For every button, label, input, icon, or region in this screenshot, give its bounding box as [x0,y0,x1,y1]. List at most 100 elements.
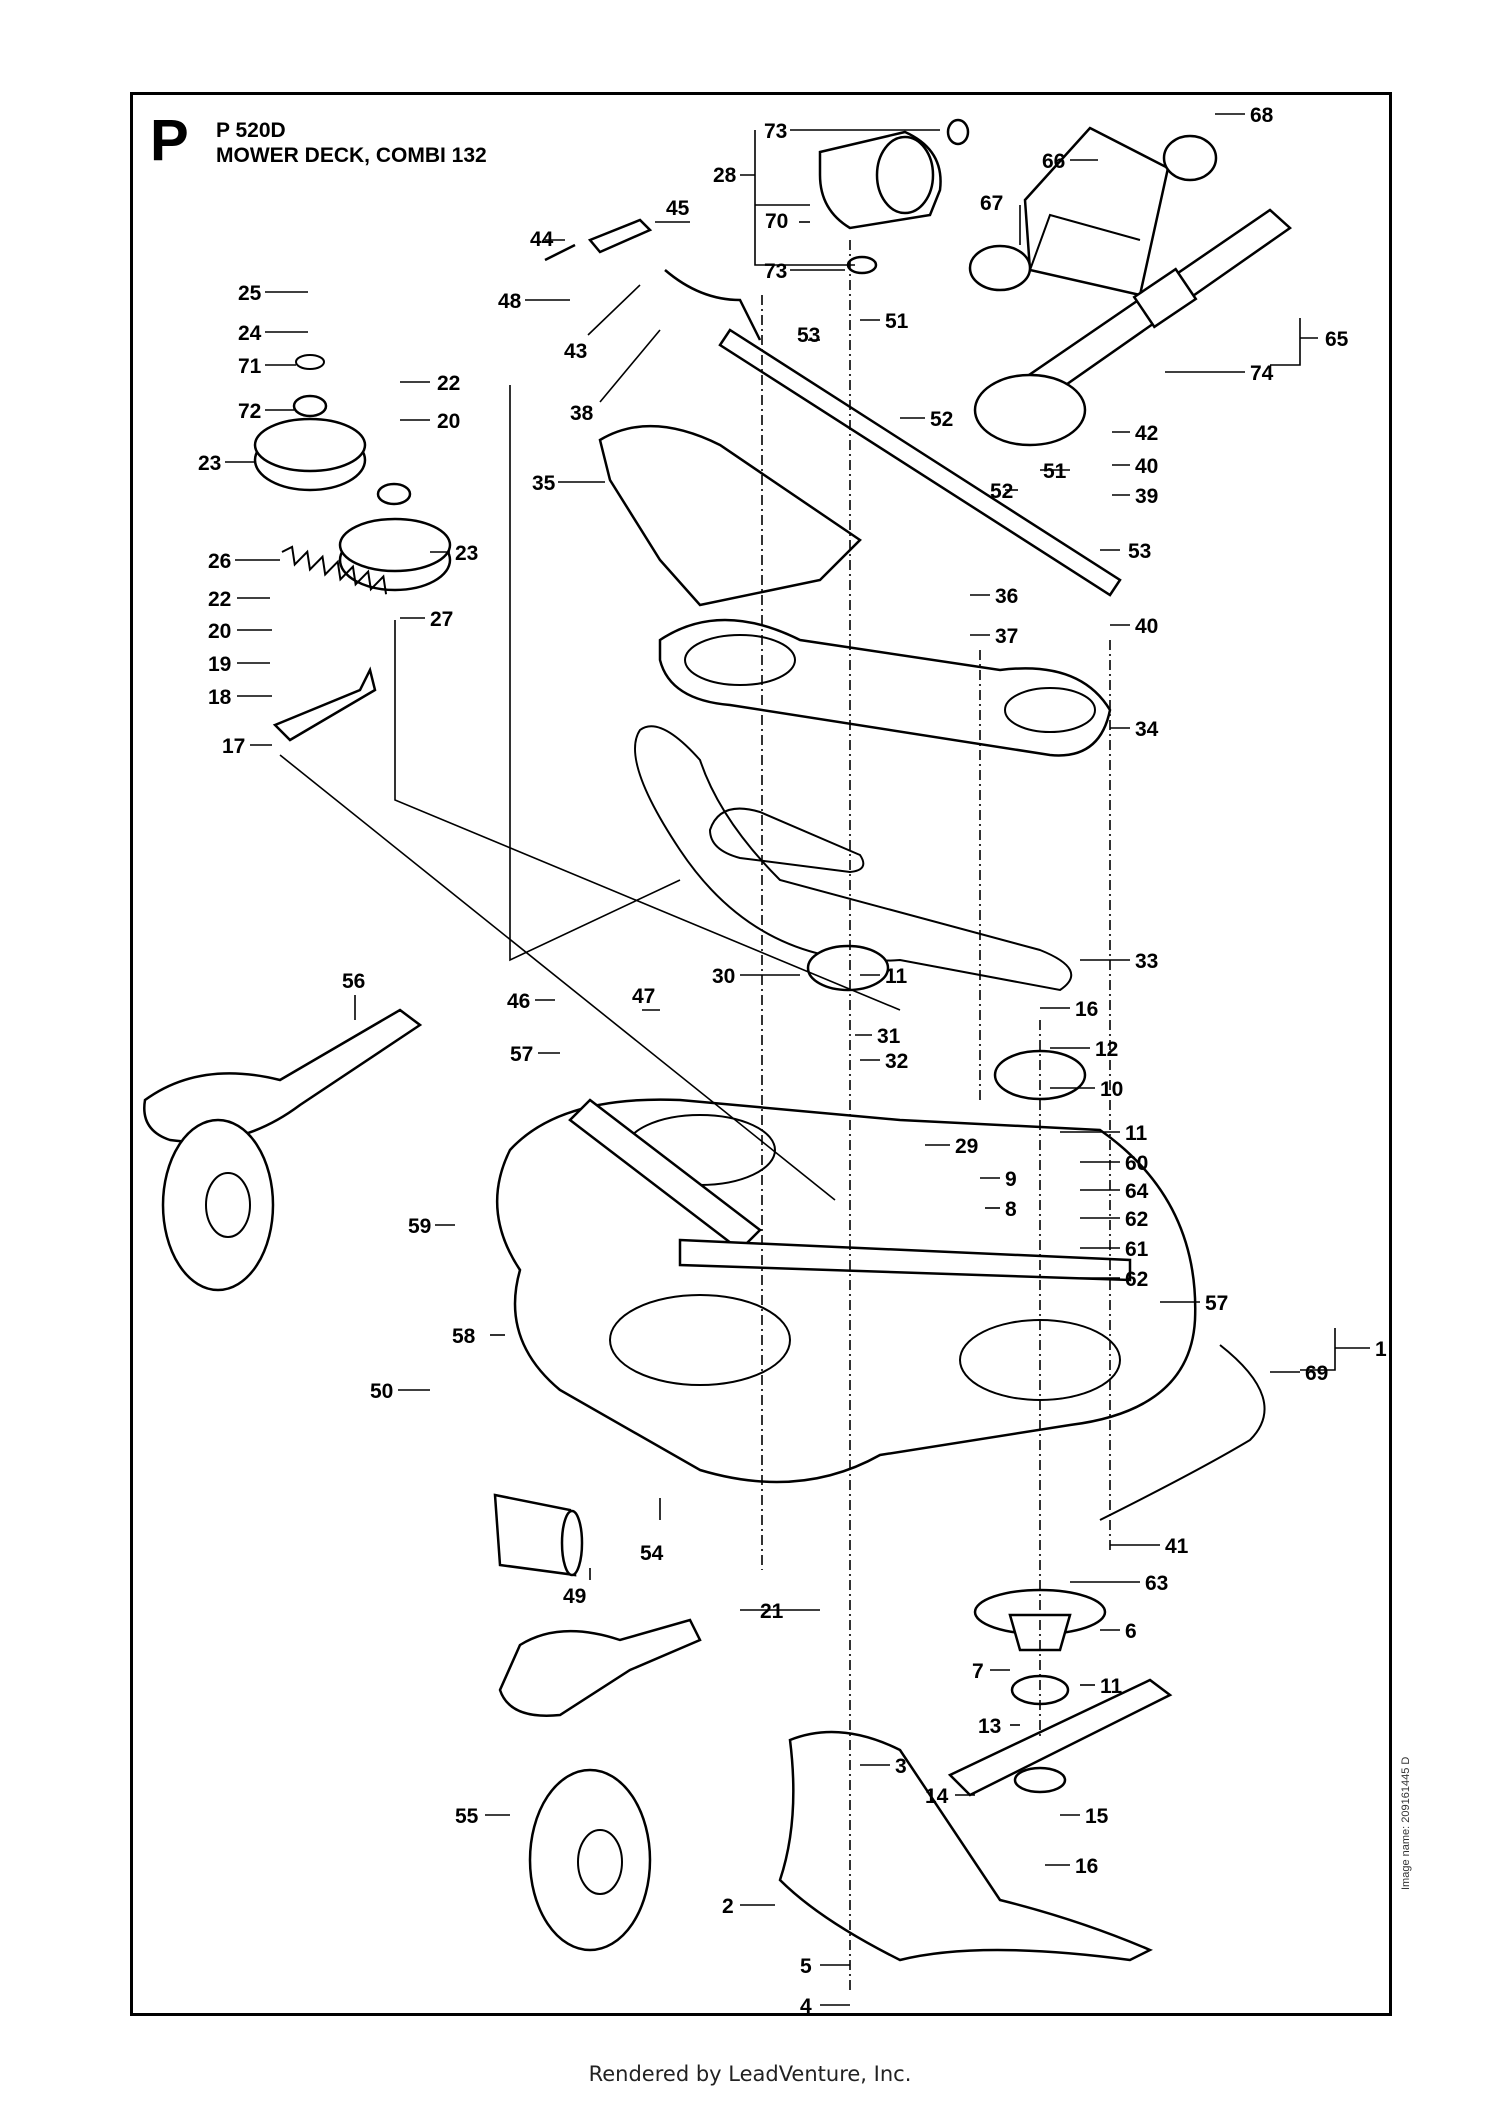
callout-15: 15 [1085,1805,1109,1828]
spindle-6-body [1008,1613,1072,1652]
plate-68 [1162,134,1218,182]
callout-46: 46 [507,990,530,1013]
callout-11: 11 [1100,1675,1123,1698]
callout-23: 23 [455,542,478,565]
gearbox-face [875,135,935,215]
callout-33: 33 [1135,950,1158,973]
callout-53: 53 [797,324,820,347]
callout-58: 58 [452,1325,476,1348]
wheel-frame-56 [143,1008,423,1144]
callout-8: 8 [1005,1198,1017,1221]
bearing-right [376,482,412,506]
callout-19: 19 [208,653,231,676]
callout-74: 74 [1250,362,1274,385]
roller-49-end [560,1509,584,1577]
callout-52: 52 [930,408,953,431]
idler-pulley-30 [806,944,890,992]
pto-guard-part [1023,126,1170,297]
callout-66: 66 [1042,150,1065,173]
callout-67: 67 [980,192,1003,215]
callout-56: 56 [342,970,365,993]
cover-34-left-dome [684,634,796,686]
callout-65: 65 [1325,328,1349,351]
washer-15 [1013,1766,1067,1794]
callout-34: 34 [1135,718,1159,741]
callout-14: 14 [925,1785,949,1808]
front-wheel-56 [161,1118,275,1292]
callout-24: 24 [238,322,262,345]
deck-crossbar [678,1238,1132,1282]
callout-labels: 73 68 28 66 45 70 67 44 73 25 48 24 43 5… [198,104,1387,2018]
parts-illustration [143,118,1293,1990]
callout-18: 18 [208,686,232,709]
callout-71: 71 [238,355,262,378]
callout-70: 70 [765,210,788,233]
callout-3: 3 [895,1755,907,1778]
spring-26 [281,545,388,595]
belt-cover-34 [658,618,1112,757]
bearing-72 [292,394,328,418]
image-name-note: Image name: 209161445 D [1400,1756,1412,1890]
callout-59: 59 [408,1215,431,1238]
callout-68: 68 [1250,104,1274,127]
callout-4: 4 [800,1995,812,2018]
callout-54: 54 [640,1542,664,1565]
callout-21: 21 [760,1600,784,1623]
pto-shaft-cover [973,373,1087,447]
callout-53: 53 [1128,540,1151,563]
lever-44 [544,243,576,262]
lever-45 [587,218,653,254]
callout-41: 41 [1165,1535,1189,1558]
callout-57: 57 [1205,1292,1228,1315]
plate-67 [968,244,1032,292]
callout-40: 40 [1135,615,1158,638]
callout-16: 16 [1075,998,1098,1021]
callout-52: 52 [990,480,1013,503]
assembly-line-23 [509,385,681,962]
callout-5: 5 [800,1955,812,1978]
tension-arm-17 [272,666,377,742]
baffle-2 [778,1730,1153,1962]
callout-28: 28 [713,164,737,187]
callout-17: 17 [222,735,245,758]
callout-20: 20 [437,410,460,433]
washer-73-top [946,118,970,146]
callout-37: 37 [995,625,1018,648]
front-wheel-56-hub [205,1172,251,1238]
section-letter: P [150,108,189,173]
belt-33-inner [708,807,865,874]
assembly-line-27 [394,620,901,1011]
tube-69 [1099,1344,1266,1521]
callout-16: 16 [1075,1855,1098,1878]
callout-9: 9 [1005,1168,1017,1191]
front-wheel-55-hub [577,1829,623,1895]
callout-6: 6 [1125,1620,1137,1643]
callout-73: 73 [764,120,787,143]
callout-62: 62 [1125,1268,1148,1291]
callout-50: 50 [370,1380,393,1403]
callout-25: 25 [238,282,262,305]
cover-34-right-dome [1004,687,1096,733]
callout-64: 64 [1125,1180,1149,1203]
footer-credit: Rendered by LeadVenture, Inc. [588,2062,912,2086]
callout-72: 72 [238,400,261,423]
callout-36: 36 [995,585,1018,608]
callout-7: 7 [972,1660,984,1683]
callout-20: 20 [208,620,231,643]
belt-cover-35 [598,425,862,607]
callout-22: 22 [437,372,460,395]
callout-44: 44 [530,228,554,251]
callout-32: 32 [885,1050,908,1073]
diagram-frame [130,92,1392,2016]
callout-43: 43 [564,340,587,363]
callout-60: 60 [1125,1152,1148,1175]
callout-51: 51 [1043,460,1067,483]
pulley-23-lower-top [338,517,452,573]
callout-11: 11 [885,965,908,988]
link-38 [664,269,762,341]
callout-57: 57 [510,1043,533,1066]
callout-42: 42 [1135,422,1158,445]
callout-40: 40 [1135,455,1158,478]
blade-14 [947,1678,1173,1797]
